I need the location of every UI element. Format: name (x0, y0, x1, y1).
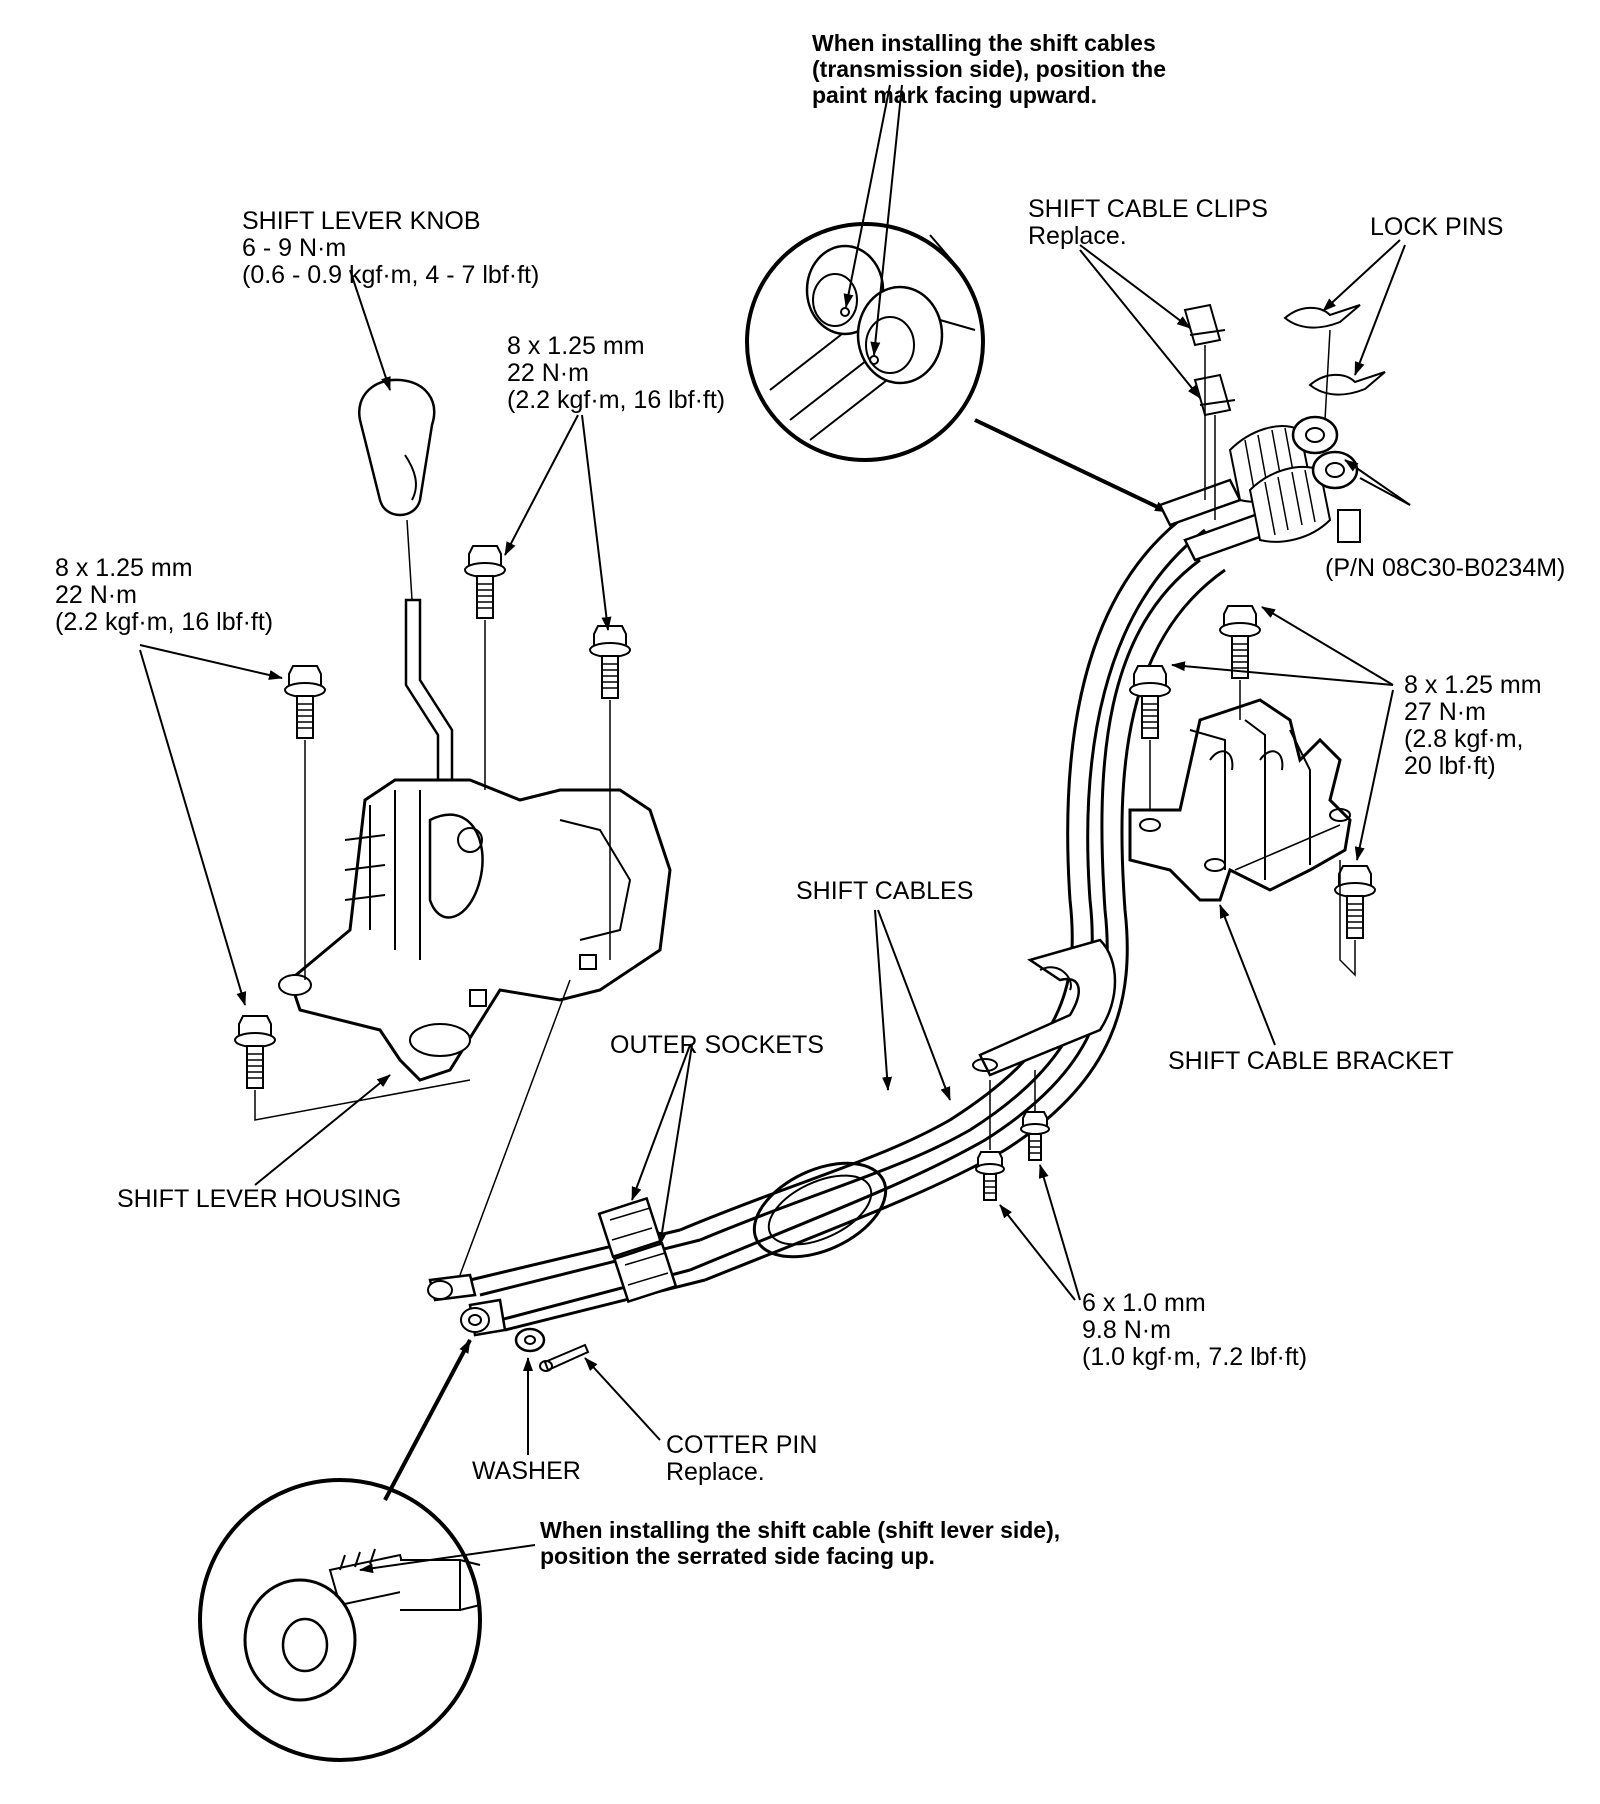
label-lock-pins: LOCK PINS (1370, 214, 1503, 241)
label-line: 22 N·m (55, 581, 137, 609)
label-line: SHIFT LEVER HOUSING (117, 1185, 402, 1213)
label-line: (2.8 kgf·m, (1404, 725, 1524, 753)
cable-end-shift-lever (427, 1273, 507, 1337)
label-shift-cable-clips: SHIFT CABLE CLIPS Replace. (1028, 196, 1268, 250)
shift-cable-clips (1183, 303, 1236, 417)
note-line: position the serrated side facing up. (540, 1543, 935, 1569)
label-line: 8 x 1.25 mm (1404, 671, 1542, 699)
shift-lever-knob (357, 378, 436, 517)
label-line: SHIFT CABLE BRACKET (1168, 1047, 1454, 1075)
label-line: 8 x 1.25 mm (55, 554, 193, 582)
label-line: SHIFT CABLE CLIPS (1028, 195, 1268, 223)
lock-pins (1283, 304, 1386, 396)
label-line: 8 x 1.25 mm (507, 332, 645, 360)
label-line: OUTER SOCKETS (610, 1031, 824, 1059)
housing-bolt (464, 545, 506, 619)
label-line: COTTER PIN (666, 1431, 818, 1459)
shift-lever-housing (278, 778, 672, 1082)
label-outer-sockets: OUTER SOCKETS (610, 1032, 824, 1059)
label-line: 6 x 1.0 mm (1082, 1289, 1206, 1317)
note-line: When installing the shift cable (shift l… (540, 1517, 1061, 1543)
label-line: (2.2 kgf·m, 16 lbf·ft) (55, 608, 274, 636)
label-shift-cable-bracket: SHIFT CABLE BRACKET (1168, 1048, 1454, 1075)
label-housing-bolts-center: 8 x 1.25 mm 22 N·m (2.2 kgf·m, 16 lbf·ft… (507, 333, 725, 414)
label-line: 9.8 N·m (1082, 1316, 1171, 1344)
label-line: (1.0 kgf·m, 7.2 lbf·ft) (1082, 1343, 1308, 1371)
label-plate-bolts: 6 x 1.0 mm 9.8 N·m (1.0 kgf·m, 7.2 lbf·f… (1082, 1290, 1307, 1371)
outer-sockets (597, 1196, 678, 1304)
bracket-bolt (1334, 865, 1376, 939)
label-housing-bolts-left: 8 x 1.25 mm 22 N·m (2.2 kgf·m, 16 lbf·ft… (55, 555, 273, 636)
label-line: 27 N·m (1404, 698, 1486, 726)
label-line: 22 N·m (507, 359, 589, 387)
part-number-box (1337, 509, 1361, 543)
detail-circle-shift-lever-side (198, 1478, 482, 1762)
cable-end-transmission (1158, 415, 1359, 562)
bottom-installation-note: When installing the shift cable (shift l… (540, 1517, 1060, 1569)
label-line: LOCK PINS (1370, 213, 1504, 241)
label-line: (0.6 - 0.9 kgf·m, 4 - 7 lbf·ft) (242, 261, 540, 289)
label-line: Replace. (1028, 222, 1127, 250)
note-line: When installing the shift cables (812, 30, 1156, 56)
label-line: SHIFT LEVER KNOB (242, 207, 481, 235)
label-line: 20 lbf·ft) (1404, 752, 1496, 780)
washer (514, 1327, 546, 1353)
bracket-bolt (1219, 605, 1261, 679)
label-line: (2.2 kgf·m, 16 lbf·ft) (507, 386, 726, 414)
note-line: paint mark facing upward. (812, 82, 1097, 108)
housing-bolt (234, 1015, 276, 1089)
label-shift-cables: SHIFT CABLES (796, 878, 973, 905)
label-line: Replace. (666, 1458, 765, 1486)
cable-grommet (752, 1161, 888, 1259)
cable-mounting-plate (972, 938, 1117, 1077)
label-part-number: (P/N 08C30-B0234M) (1325, 555, 1565, 582)
plate-bolt (975, 1151, 1005, 1201)
label-line: WASHER (472, 1457, 581, 1485)
label-line: SHIFT CABLES (796, 877, 974, 905)
note-line: (transmission side), position the (812, 56, 1166, 82)
label-shift-lever-knob: SHIFT LEVER KNOB 6 - 9 N·m (0.6 - 0.9 kg… (242, 208, 539, 289)
housing-bolt (589, 625, 631, 699)
shift-cable-bracket (1128, 698, 1352, 902)
top-installation-note: When installing the shift cables (transm… (812, 30, 1166, 108)
label-shift-lever-housing: SHIFT LEVER HOUSING (117, 1186, 401, 1213)
detail-circle-transmission-side (745, 222, 985, 462)
label-washer: WASHER (472, 1458, 581, 1485)
label-line: 6 - 9 N·m (242, 234, 347, 262)
cotter-pin (539, 1343, 590, 1372)
label-bracket-bolts: 8 x 1.25 mm 27 N·m (2.8 kgf·m, 20 lbf·ft… (1404, 672, 1542, 780)
label-line: (P/N 08C30-B0234M) (1325, 554, 1566, 582)
housing-bolt (284, 665, 326, 739)
label-cotter-pin: COTTER PIN Replace. (666, 1432, 817, 1486)
